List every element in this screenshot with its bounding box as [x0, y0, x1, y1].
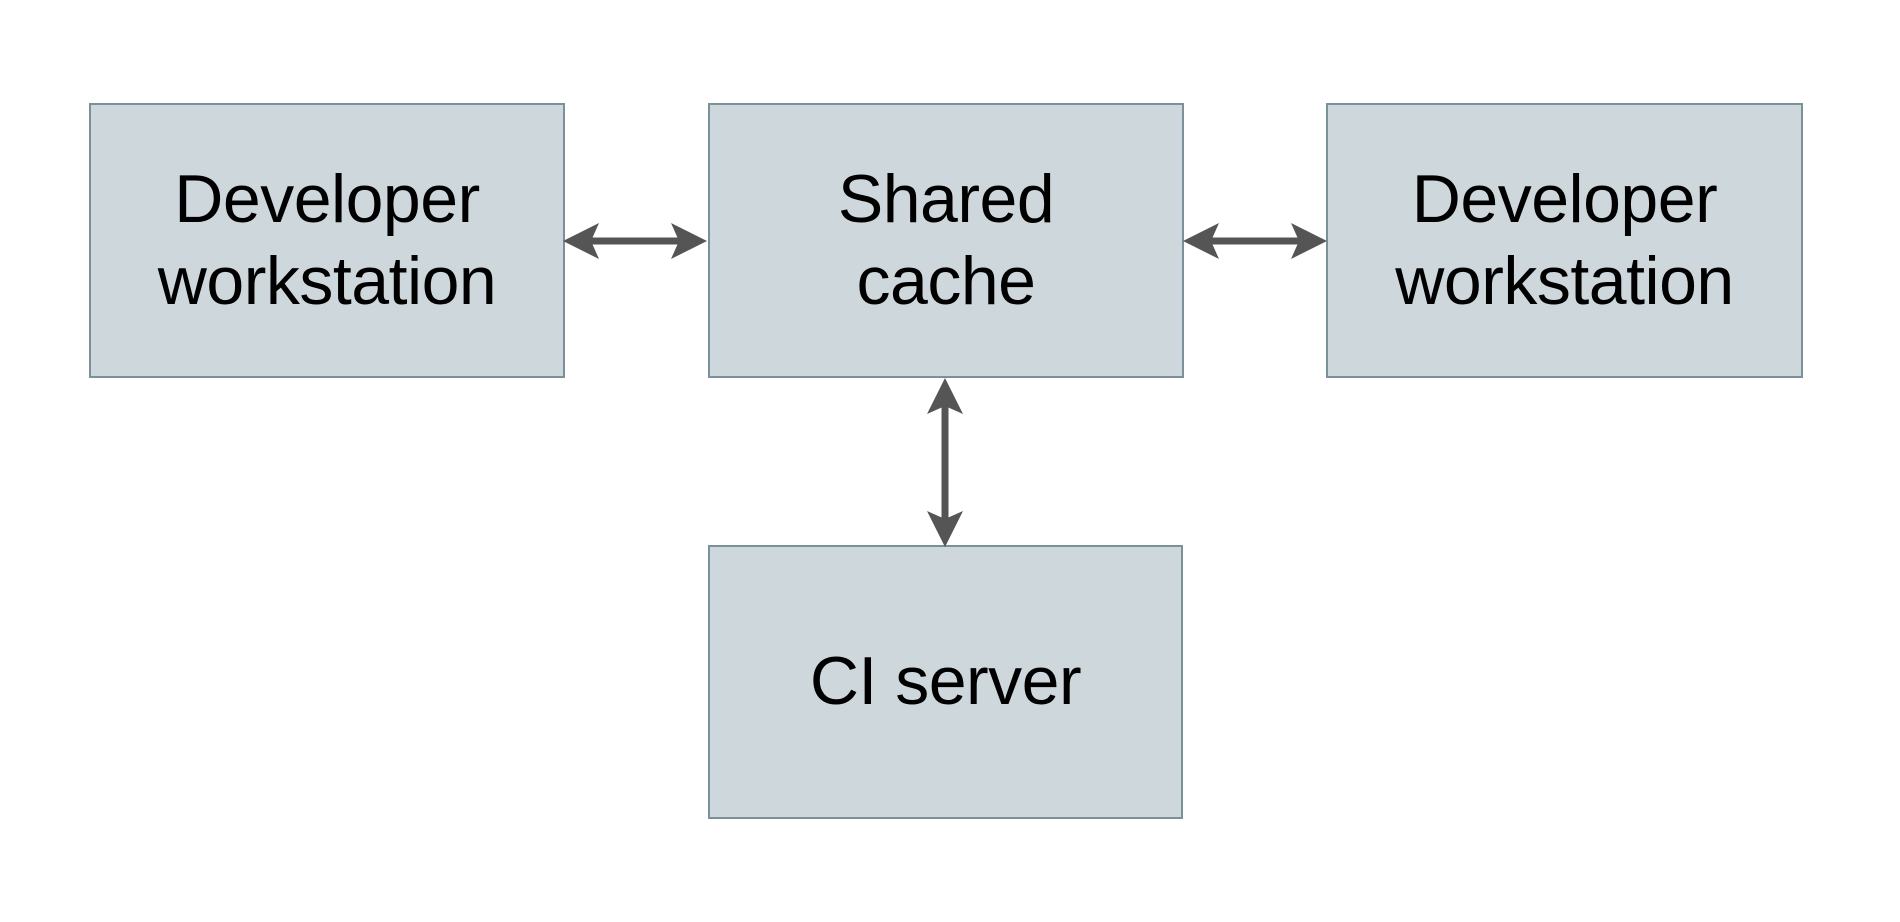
double-arrow-vertical-icon [927, 378, 963, 547]
node-label: Shared cache [837, 160, 1055, 319]
double-arrow-horizontal-icon [563, 223, 707, 259]
edge-developer-workstation-left-to-shared-cache [555, 205, 715, 277]
edge-shared-cache-to-developer-workstation-right [1175, 205, 1335, 277]
node-label: CI server [809, 643, 1082, 720]
node-label: Developer workstation [1395, 160, 1734, 319]
node-label: Developer workstation [157, 160, 497, 319]
node-developer-workstation-left[interactable]: Developer workstation [89, 103, 565, 378]
node-shared-cache[interactable]: Shared cache [708, 103, 1184, 378]
edge-shared-cache-to-ci-server [908, 370, 982, 555]
double-arrow-horizontal-icon [1183, 223, 1327, 259]
node-developer-workstation-right[interactable]: Developer workstation [1326, 103, 1803, 378]
node-ci-server[interactable]: CI server [708, 545, 1183, 819]
